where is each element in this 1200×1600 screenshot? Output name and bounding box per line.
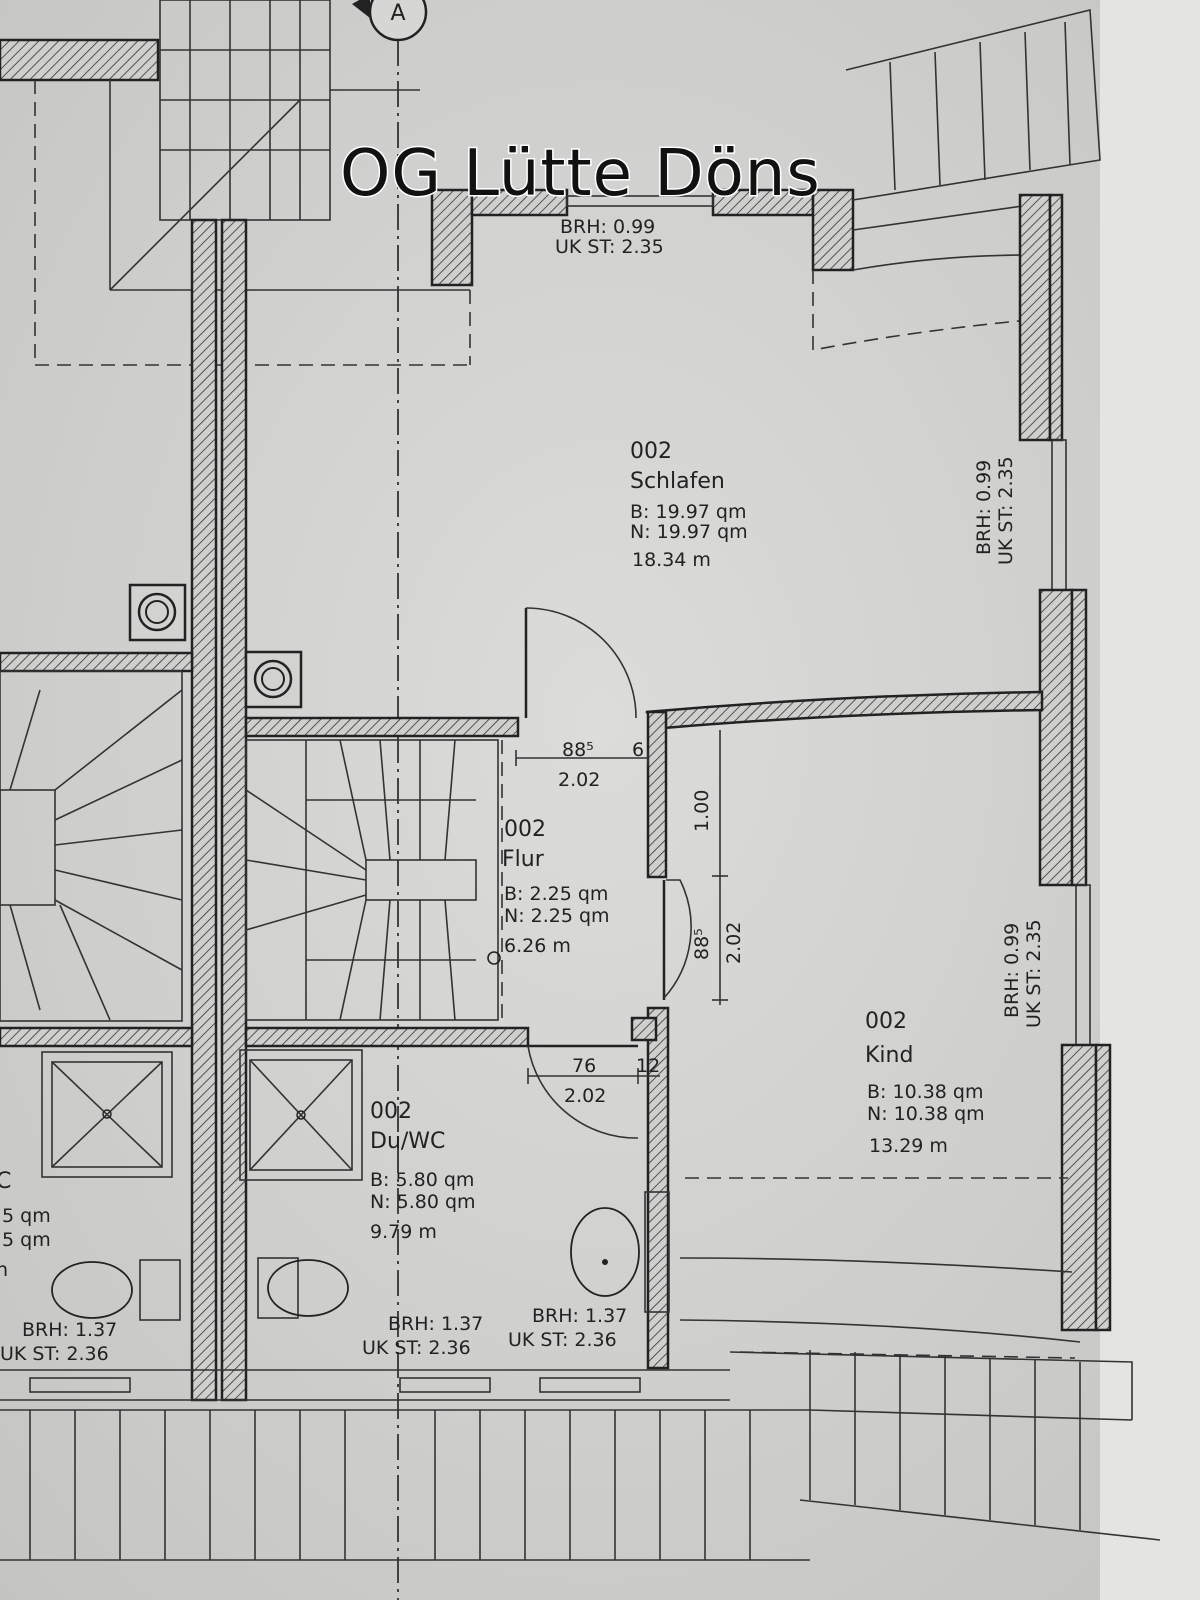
room-area-n: N: 19.97 qm xyxy=(630,521,748,543)
neighbor-stair xyxy=(0,651,194,1048)
dim-schlafen-door-height: 2.02 xyxy=(558,769,600,791)
door-schlafen xyxy=(524,607,637,719)
window-right-upper-brh: BRH: 0.99 xyxy=(973,460,995,555)
axis-marker-label: A xyxy=(390,1,405,26)
plan-title: OG Lütte Döns xyxy=(340,137,821,211)
dim-bath-door-side: 12 xyxy=(636,1055,660,1077)
room-neighbor-wc: C 5 qm 5 qm n xyxy=(0,1169,51,1281)
dim-kind-offset: 1.00 xyxy=(691,790,713,832)
window-right-upper: BRH: 0.99 UK ST: 2.35 xyxy=(973,456,1017,565)
dimension-lines xyxy=(515,730,728,1084)
roof-bottom xyxy=(0,1350,1161,1561)
dim-schlafen-door-width: 88⁵ xyxy=(562,739,594,761)
dim-kind-door-width: 88⁵ xyxy=(691,928,713,960)
room-perimeter: 18.34 m xyxy=(632,549,711,571)
room-area-b: B: 5.80 qm xyxy=(370,1169,474,1191)
room-name-fragment: C xyxy=(0,1169,11,1194)
room-number: 002 xyxy=(630,439,672,464)
room-name: Kind xyxy=(865,1043,913,1068)
dim-schlafen-door-side: 6 xyxy=(632,739,644,761)
window-bottom-mid-brh: BRH: 1.37 xyxy=(388,1313,483,1335)
page-edge xyxy=(1100,0,1200,1600)
room-area-n: N: 2.25 qm xyxy=(504,905,610,927)
window-bottom-right-uk: UK ST: 2.36 xyxy=(508,1329,617,1351)
window-right-lower-uk: UK ST: 2.35 xyxy=(1023,919,1045,1028)
toilet xyxy=(257,1257,349,1319)
window-top-uk: UK ST: 2.35 xyxy=(555,236,664,258)
kind-wall-bottom xyxy=(679,1257,1073,1273)
room-name: Flur xyxy=(502,847,545,872)
room-number: 002 xyxy=(865,1009,907,1034)
upper-left-stair xyxy=(0,0,471,366)
room-area-n: N: 5.80 qm xyxy=(370,1191,476,1213)
room-name: Schlafen xyxy=(630,469,725,494)
room-perimeter-fragment: n xyxy=(0,1259,8,1281)
chimney-left xyxy=(128,583,187,642)
washbasin xyxy=(570,1191,670,1313)
window-bottom-left-uk: UK ST: 2.36 xyxy=(0,1343,109,1365)
window-right-lower: BRH: 0.99 UK ST: 2.35 xyxy=(1001,919,1045,1028)
door-bath xyxy=(527,1044,639,1139)
stair xyxy=(244,716,520,1021)
toilet-left xyxy=(51,1259,181,1321)
window-bottom-left-brh: BRH: 1.37 xyxy=(22,1319,117,1341)
shower-left xyxy=(41,1051,173,1178)
bottom-wall xyxy=(0,1351,1133,1420)
door-kind xyxy=(662,879,692,1000)
room-name: Du/WC xyxy=(370,1129,445,1154)
shower xyxy=(239,1049,363,1181)
window-top-brh: BRH: 0.99 xyxy=(560,216,655,238)
room-area-n: N: 10.38 qm xyxy=(867,1103,985,1125)
room-duwc: 002 Du/WC B: 5.80 qm N: 5.80 qm 9.79 m xyxy=(370,1099,476,1243)
room-area-b: B: 10.38 qm xyxy=(867,1081,983,1103)
window-bottom-mid-uk: UK ST: 2.36 xyxy=(362,1337,471,1359)
room-schlafen: 002 Schlafen B: 19.97 qm N: 19.97 qm 18.… xyxy=(630,439,748,571)
interior-walls xyxy=(244,690,1044,1370)
axis-marker: A xyxy=(352,0,428,42)
roof-upper-right xyxy=(812,8,1101,351)
dim-kind-door-height: 2.02 xyxy=(723,922,745,964)
chimney-right xyxy=(244,650,303,709)
room-area-b: B: 2.25 qm xyxy=(504,883,608,905)
room-perimeter: 13.29 m xyxy=(869,1135,948,1157)
dim-bath-door-height: 2.02 xyxy=(564,1085,606,1107)
top-wall xyxy=(430,188,855,287)
window-right-upper-uk: UK ST: 2.35 xyxy=(995,456,1017,565)
room-area-n-fragment: 5 qm xyxy=(2,1229,51,1251)
room-area-b-fragment: 5 qm xyxy=(2,1205,51,1227)
room-number: 002 xyxy=(504,817,546,842)
right-exterior-walls xyxy=(1018,193,1112,1332)
window-right-lower-brh: BRH: 0.99 xyxy=(1001,923,1023,1018)
room-flur: 002 Flur B: 2.25 qm N: 2.25 qm 6.26 m xyxy=(502,817,610,957)
room-area-b: B: 19.97 qm xyxy=(630,501,746,523)
dim-bath-door-width: 76 xyxy=(572,1055,596,1077)
window-bottom-right-brh: BRH: 1.37 xyxy=(532,1305,627,1327)
room-perimeter: 9.79 m xyxy=(370,1221,437,1243)
room-kind: 002 Kind B: 10.38 qm N: 10.38 qm 13.29 m xyxy=(865,1009,985,1157)
room-number: 002 xyxy=(370,1099,412,1124)
room-perimeter: 6.26 m xyxy=(504,935,571,957)
